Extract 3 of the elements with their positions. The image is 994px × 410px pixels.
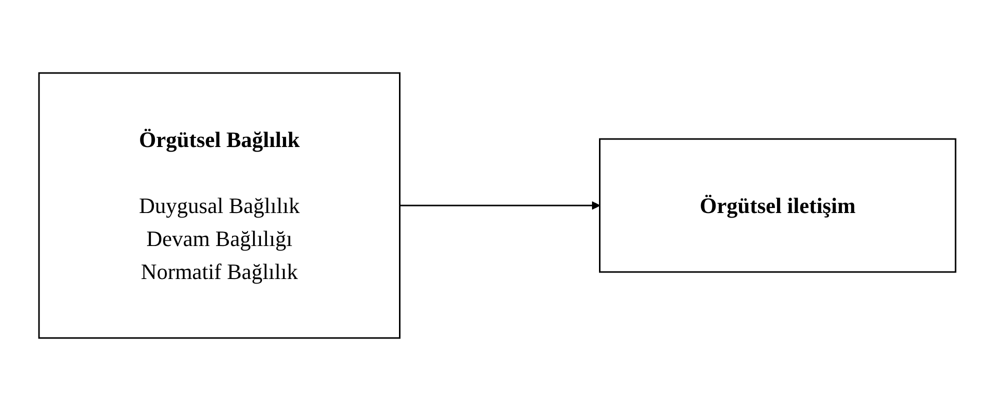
node-box: Örgütsel Bağlılık Duygusal Bağlılık Devam Bağlılığı Normatif Bağlılık bbox=[38, 72, 400, 338]
node-box: Örgütsel iletişim bbox=[598, 138, 956, 272]
arrow bbox=[399, 200, 600, 210]
